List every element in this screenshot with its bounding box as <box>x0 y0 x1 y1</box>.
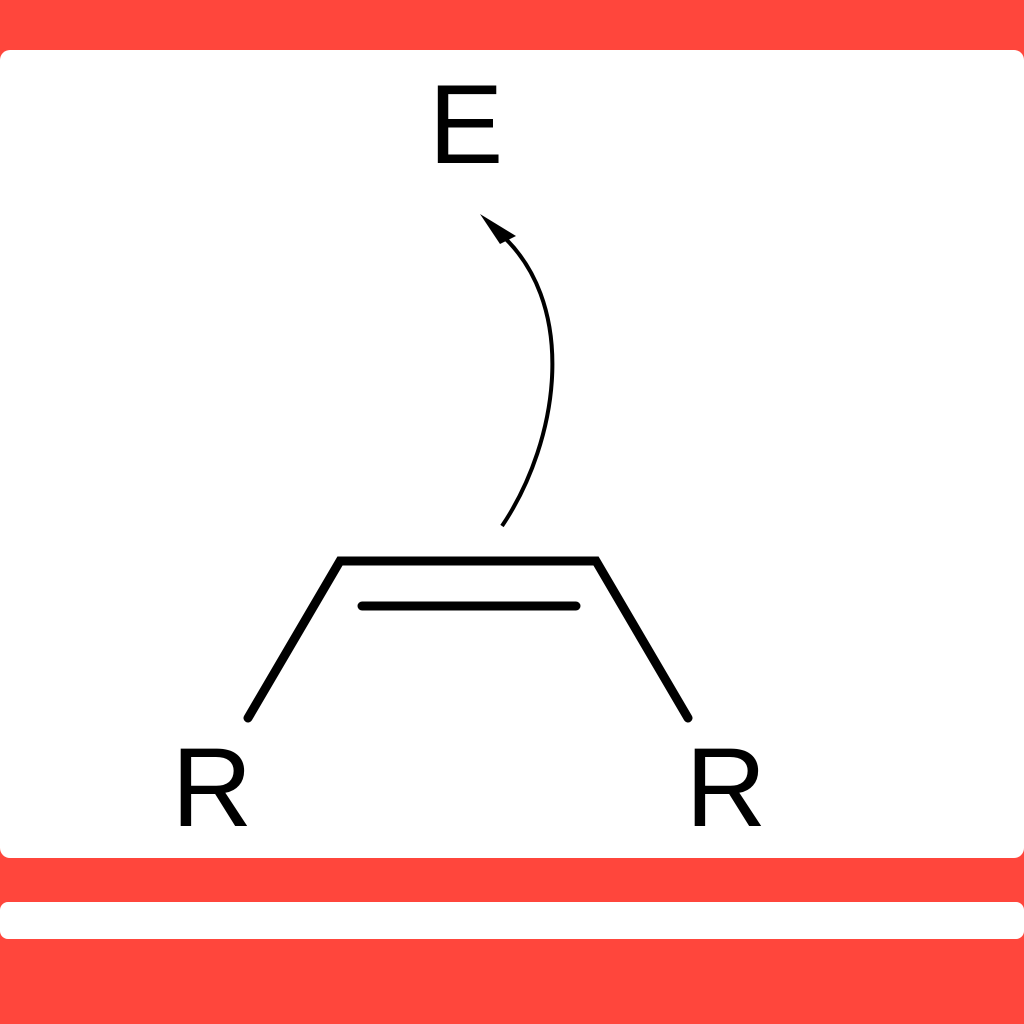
electrophile-label: E <box>429 62 504 187</box>
single-bonds <box>243 556 693 723</box>
curved-arrow-icon <box>480 214 555 528</box>
alkene-skeleton <box>243 556 693 723</box>
footer-strip <box>0 902 1024 939</box>
substituent-left-label: R <box>172 725 253 850</box>
diagram-panel <box>0 50 1024 858</box>
substituent-right-label: R <box>686 725 767 850</box>
